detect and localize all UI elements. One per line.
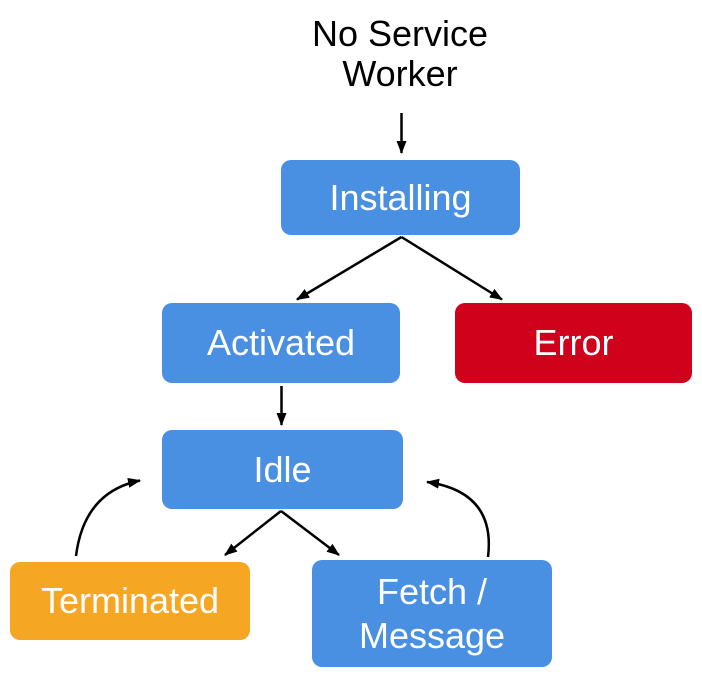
state-box-error-label: Error <box>533 322 614 364</box>
state-box-terminated: Terminated <box>10 562 250 640</box>
arrow-terminated-to-idle <box>74 478 141 557</box>
arrow-idle-to-terminated <box>224 510 282 556</box>
arrow-fetch-message-to-idle <box>426 478 491 558</box>
arrow-installing-to-error <box>400 235 503 301</box>
state-box-activated-label: Activated <box>206 322 356 364</box>
state-box-idle-label: Idle <box>253 448 312 490</box>
state-label-no-service-worker: No Service Worker <box>311 13 489 95</box>
state-box-activated: Activated <box>162 303 400 383</box>
state-box-terminated-label: Terminated <box>40 580 220 622</box>
state-box-installing: Installing <box>281 160 520 235</box>
state-box-fetch-message: Fetch / Message <box>312 560 552 667</box>
state-box-error: Error <box>455 303 692 383</box>
state-box-idle: Idle <box>162 430 403 509</box>
state-box-installing-label: Installing <box>329 176 472 218</box>
arrow-installing-to-activated <box>296 235 403 301</box>
arrow-idle-to-fetch-message <box>280 510 340 556</box>
state-box-fetch-message-label: Fetch / Message <box>358 570 506 656</box>
